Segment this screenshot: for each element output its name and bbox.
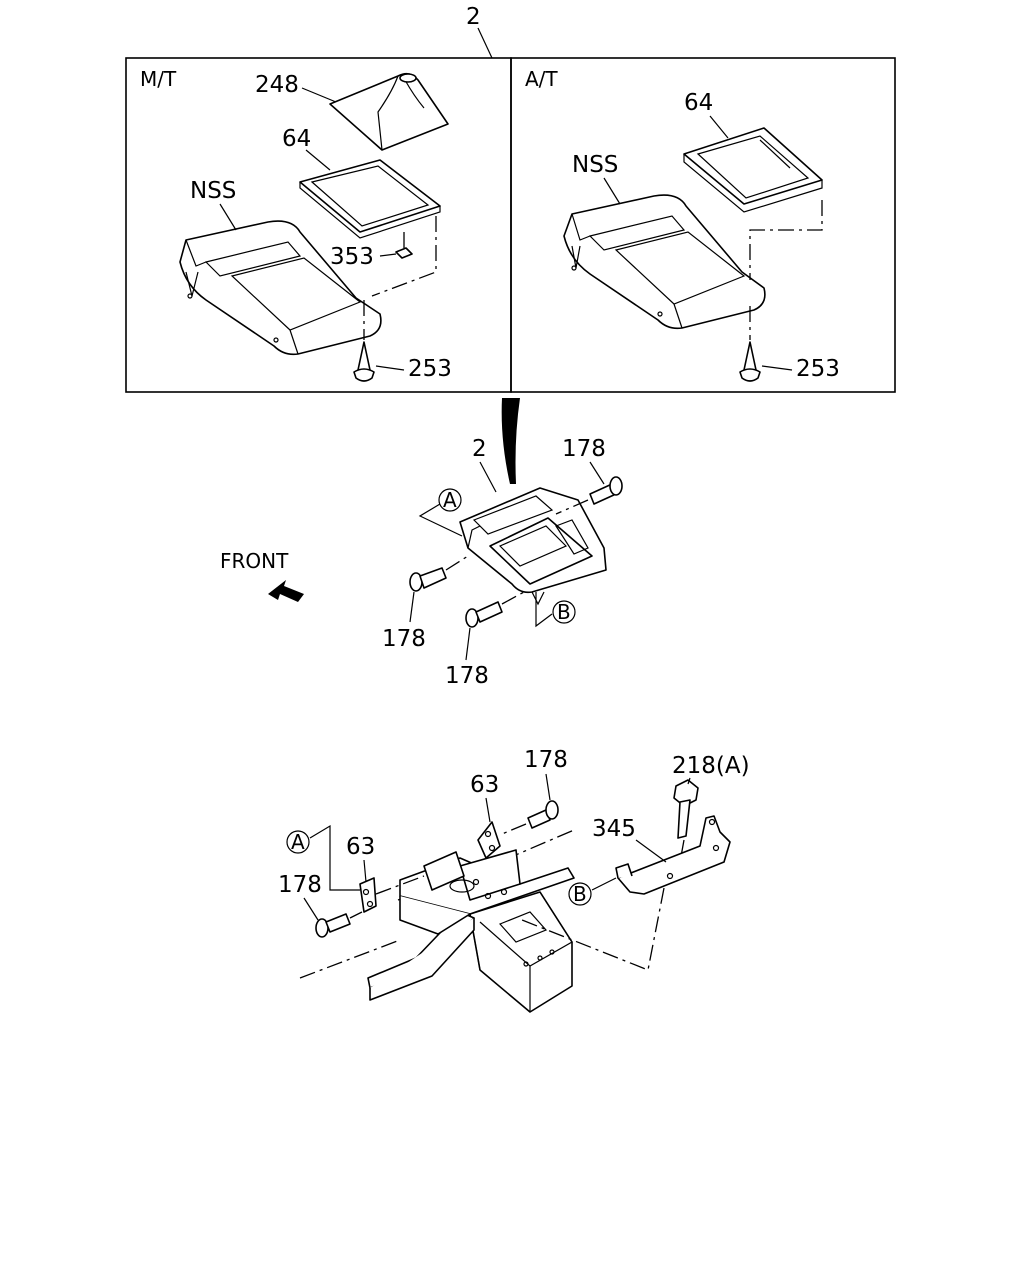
leader-248 bbox=[301, 87, 337, 103]
panel-title-at: A/T bbox=[525, 67, 558, 91]
ref-circle-b-bottom bbox=[568, 882, 592, 906]
assembly-line-bot-2 bbox=[375, 875, 425, 895]
leader-178-bottom-right bbox=[545, 773, 551, 801]
console-at bbox=[563, 194, 766, 330]
ref-circle-a-middle bbox=[438, 488, 462, 512]
leader-nss-mt bbox=[219, 203, 237, 231]
leader-63-right bbox=[485, 797, 491, 823]
label-clip-353: 353 bbox=[330, 244, 374, 270]
label-screw-178-bottom-right: 178 bbox=[524, 747, 568, 773]
assembly-leader bbox=[477, 27, 493, 59]
screw-178-bottom-left bbox=[315, 913, 351, 938]
label-console-nss-at: NSS bbox=[572, 152, 618, 178]
label-screw-178-top: 178 bbox=[562, 436, 606, 462]
bracket-63-left bbox=[359, 851, 465, 913]
assembly-line-mt-1 bbox=[371, 216, 437, 297]
front-label: FRONT bbox=[220, 549, 289, 573]
ref-b-bottom: B bbox=[573, 882, 587, 906]
ref-a-bracket-middle bbox=[418, 503, 463, 537]
label-bracket-63-right: 63 bbox=[470, 772, 499, 798]
console-mt bbox=[179, 220, 382, 356]
assembly-line-at-1 bbox=[749, 200, 823, 280]
label-bracket-345: 345 bbox=[592, 816, 636, 842]
assembly-line-mid-1 bbox=[555, 499, 589, 515]
assembly-line-mid-2 bbox=[445, 555, 469, 571]
ref-b-bracket-bottom bbox=[591, 877, 617, 891]
leader-64-mt bbox=[305, 149, 331, 171]
label-screw-253-at: 253 bbox=[796, 356, 840, 382]
ref-b-bracket-middle bbox=[535, 592, 553, 628]
label-screw-178-left: 178 bbox=[382, 626, 426, 652]
panel-callout-arrow bbox=[501, 398, 520, 484]
label-boot-248: 248 bbox=[255, 72, 299, 98]
center-console-assembly bbox=[459, 487, 607, 606]
assembly-number-label: 2 bbox=[466, 4, 481, 30]
label-screw-178-bottom: 178 bbox=[445, 663, 489, 689]
leader-178-top bbox=[589, 461, 605, 485]
label-bezel-64-at: 64 bbox=[684, 90, 713, 116]
ref-b-middle: B bbox=[557, 600, 571, 624]
screw-178-bottom-right bbox=[527, 800, 559, 829]
shift-bezel-mt bbox=[299, 159, 441, 239]
ref-a-middle: A bbox=[443, 488, 457, 512]
leader-178-bottom-left bbox=[303, 897, 319, 921]
label-bezel-64-mt: 64 bbox=[282, 126, 311, 152]
screw-253-mt bbox=[353, 341, 375, 382]
ref-a-bracket-bottom bbox=[309, 824, 360, 891]
ref-circle-b-middle bbox=[552, 600, 576, 624]
shift-boot bbox=[329, 72, 449, 151]
front-arrow-icon bbox=[268, 580, 304, 602]
leader-178-bottom bbox=[465, 627, 471, 661]
bracket-63-right bbox=[477, 821, 501, 859]
leader-345 bbox=[635, 839, 667, 863]
panel-frame-at bbox=[510, 57, 896, 393]
label-console-2-middle: 2 bbox=[472, 436, 487, 462]
label-bolt-218a: 218(A) bbox=[672, 753, 750, 779]
screw-253-at bbox=[739, 341, 761, 382]
screw-178-top bbox=[589, 476, 623, 505]
leader-253-mt bbox=[375, 365, 405, 371]
leader-64-at bbox=[709, 115, 729, 139]
leader-178-left bbox=[409, 591, 415, 623]
leader-63-left bbox=[363, 859, 367, 883]
bracket-345 bbox=[615, 815, 731, 895]
assembly-line-bot-4 bbox=[679, 839, 685, 863]
shift-bezel-at bbox=[683, 127, 823, 213]
assembly-line-bot-1 bbox=[501, 823, 527, 835]
ref-circle-a-bottom bbox=[286, 830, 310, 854]
label-bracket-63-left: 63 bbox=[346, 834, 375, 860]
screw-178-bottom bbox=[465, 601, 503, 628]
panel-title-mt: M/T bbox=[140, 67, 177, 91]
bolt-218 bbox=[673, 779, 699, 839]
assembly-line-bot-3 bbox=[349, 911, 363, 919]
leader-353 bbox=[379, 253, 397, 257]
leader-253-at bbox=[761, 365, 793, 371]
label-screw-178-bottom-left: 178 bbox=[278, 872, 322, 898]
label-console-nss-mt: NSS bbox=[190, 178, 236, 204]
screw-178-left bbox=[409, 567, 447, 592]
leader-218 bbox=[687, 777, 691, 785]
ref-a-bottom: A bbox=[291, 830, 305, 854]
leader-nss-at bbox=[603, 177, 621, 205]
clip-353 bbox=[395, 247, 413, 259]
assembly-line-mid-3 bbox=[501, 591, 525, 605]
leader-console-2 bbox=[479, 461, 497, 493]
label-screw-253-mt: 253 bbox=[408, 356, 452, 382]
